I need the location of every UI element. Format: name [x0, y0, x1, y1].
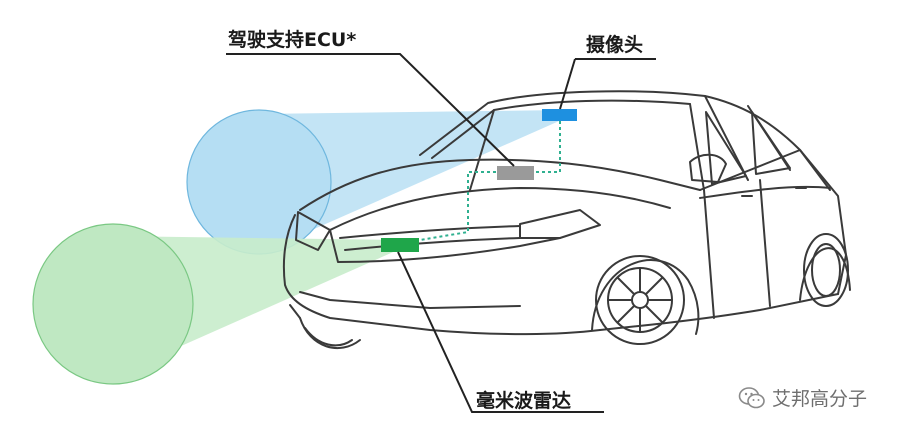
radar-module: [381, 238, 419, 252]
radar-label: 毫米波雷达: [476, 390, 572, 412]
camera-detection-zone: [186, 109, 566, 255]
radar-detection-zone: [32, 223, 400, 385]
camera-label: 摄像头: [586, 34, 644, 56]
wechat-icon: [738, 386, 765, 408]
leader-lines: [226, 53, 656, 413]
wiring: [419, 121, 561, 241]
watermark: 艾邦高分子: [738, 384, 867, 411]
watermark-text: 艾邦高分子: [772, 388, 868, 410]
ecu-module: [497, 166, 534, 180]
car-illustration: [282, 90, 851, 349]
ecu-label: 驾驶支持ECU*: [228, 29, 357, 51]
camera-module: [542, 109, 577, 121]
